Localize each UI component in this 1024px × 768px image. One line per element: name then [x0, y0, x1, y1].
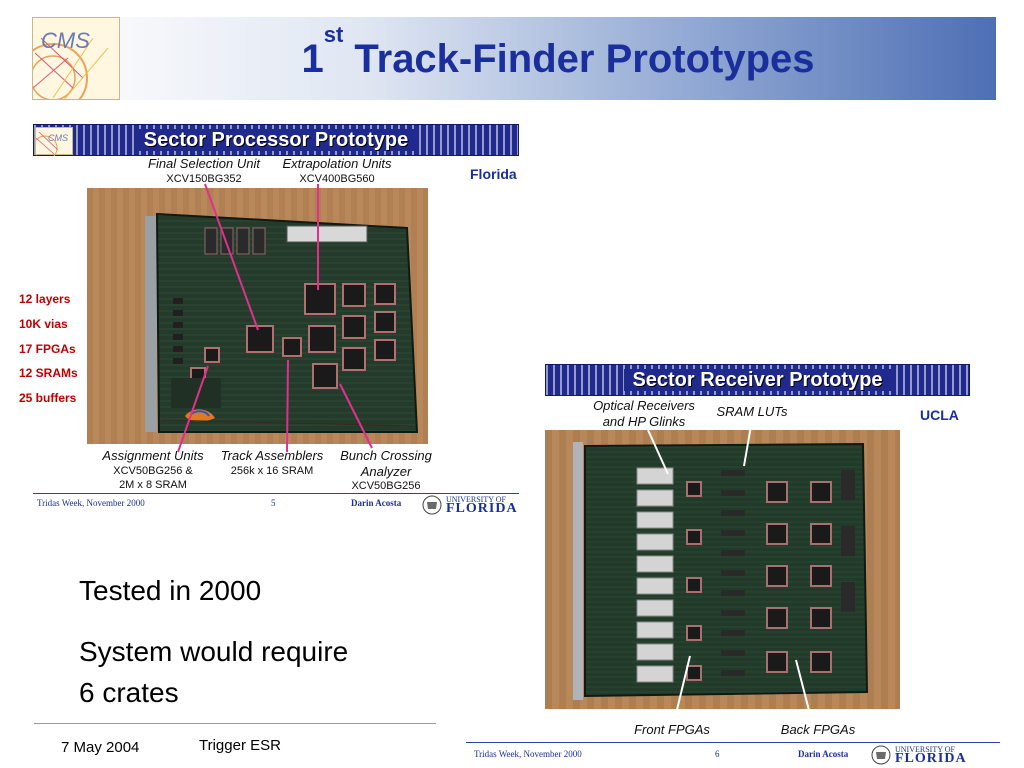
assignment-units-part-1: XCV50BG256 &	[113, 465, 193, 477]
cms-logo: CMS	[32, 17, 120, 100]
uf-logo: UNIVERSITY OF FLORIDA	[422, 493, 520, 517]
assignment-units-part-2: 2M x 8 SRAM	[119, 479, 187, 491]
sector-processor-cms-logo: CMS	[32, 127, 73, 161]
extrapolation-part: XCV400BG560	[299, 173, 375, 185]
sector-processor-footer-rule	[33, 493, 519, 494]
svg-text:CMS: CMS	[48, 133, 68, 143]
bottom-rule	[34, 723, 436, 724]
note-tested: Tested in 2000	[79, 575, 262, 606]
uf-logo-bottom: FLORIDA	[446, 501, 518, 516]
sector-processor-footer-page: 5	[271, 498, 276, 508]
spec-fpgas: 17 FPGAs	[19, 342, 76, 356]
sector-processor-footer-author: Darin Acosta	[351, 498, 402, 508]
sector-receiver-title: Sector Receiver Prototype	[624, 369, 891, 391]
assignment-units-label: Assignment Units	[102, 448, 204, 463]
uf-logo-receiver-bottom: FLORIDA	[895, 751, 967, 766]
spec-vias: 10K vias	[19, 317, 68, 331]
sector-receiver-footer-author: Darin Acosta	[798, 749, 849, 759]
bottom-date: 7 May 2004	[61, 739, 140, 756]
title-superscript: st	[323, 22, 344, 47]
sector-receiver-footer-page: 6	[715, 749, 720, 759]
sector-receiver-header: Sector Receiver Prototype	[545, 364, 970, 396]
slide-title: 1st Track-Finder Prototypes	[301, 22, 815, 82]
bottom-event: Trigger ESR	[199, 737, 281, 754]
track-assemblers-part: 256k x 16 SRAM	[230, 465, 314, 477]
bunch-crossing-label-2: Analyzer	[360, 464, 412, 479]
spec-srams: 12 SRAMs	[19, 366, 78, 380]
back-fpgas-label: Back FPGAs	[780, 722, 856, 737]
front-fpgas-label: Front FPGAs	[634, 722, 710, 737]
extrapolation-label: Extrapolation Units	[282, 156, 392, 171]
uf-logo-top: UNIVERSITY OF	[446, 495, 506, 504]
sector-receiver-photo	[545, 430, 900, 709]
florida-site-label: Florida	[470, 166, 517, 182]
note-system-require: System would require	[79, 636, 349, 667]
uf-logo-receiver-top: UNIVERSITY OF	[895, 745, 955, 754]
note-crates: 6 crates	[79, 677, 179, 708]
sector-processor-photo	[87, 188, 428, 444]
spec-layers: 12 layers	[19, 292, 71, 306]
sram-luts-label: SRAM LUTs	[716, 404, 788, 419]
sector-receiver-footer-rule	[466, 742, 1000, 743]
uf-logo-receiver: UNIVERSITY OF FLORIDA	[871, 743, 971, 767]
title-banner	[32, 17, 996, 100]
sector-receiver-footer-event: Tridas Week, November 2000	[474, 749, 582, 759]
optical-receivers-label-1: Optical Receivers	[593, 398, 695, 413]
track-assemblers-label: Track Assemblers	[220, 448, 324, 463]
spec-buffers: 25 buffers	[19, 391, 77, 405]
bunch-crossing-label-1: Bunch Crossing	[340, 448, 432, 463]
final-selection-label: Final Selection Unit	[148, 156, 260, 171]
bunch-crossing-part: XCV50BG256	[351, 480, 421, 492]
sector-processor-header: Sector Processor Prototype	[33, 124, 519, 156]
sector-processor-footer-event: Tridas Week, November 2000	[37, 498, 145, 508]
final-selection-part: XCV150BG352	[166, 173, 242, 185]
sector-processor-title: Sector Processor Prototype	[135, 129, 417, 151]
cms-logo-text: CMS	[41, 28, 90, 53]
optical-receivers-label-2: and HP Glinks	[602, 414, 686, 429]
ucla-site-label: UCLA	[920, 407, 959, 423]
